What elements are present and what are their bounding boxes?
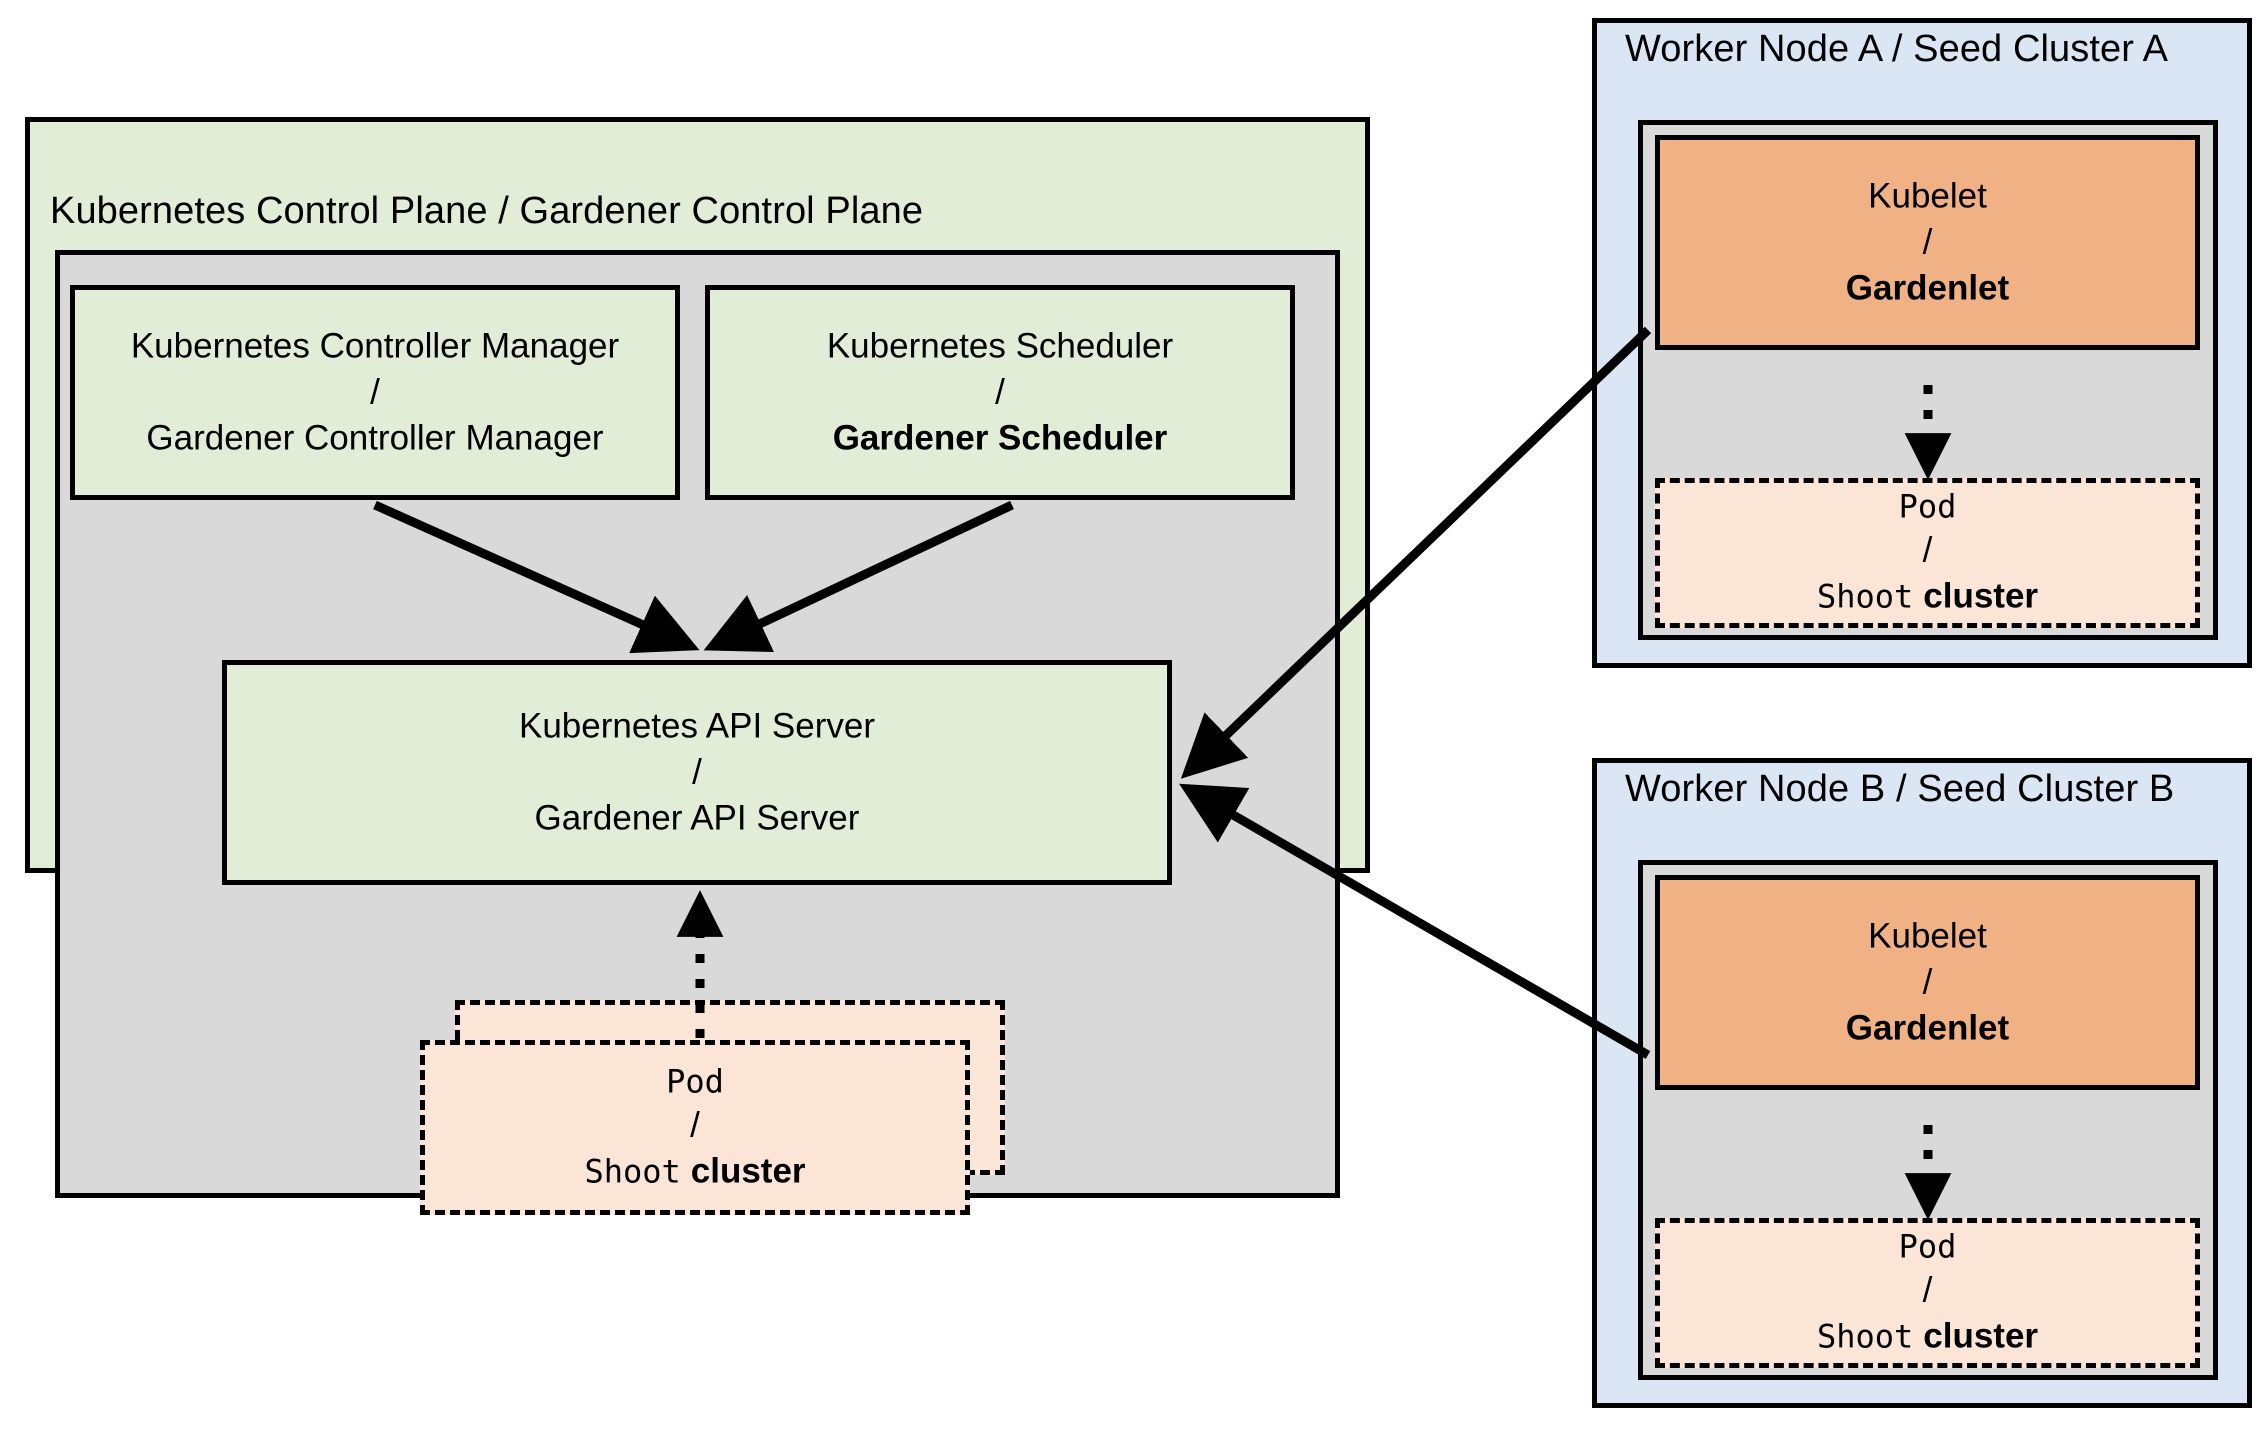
kubernetes-api-server-box[interactable]: Kubernetes API Server / Gardener API Ser… — [222, 660, 1172, 885]
api-server-line2: Gardener API Server — [534, 798, 860, 838]
kubernetes-controller-manager-box[interactable]: Kubernetes Controller Manager / Gardener… — [70, 285, 680, 500]
control-plane-pod-separator: / — [690, 1105, 700, 1145]
scheduler-separator: / — [995, 372, 1005, 412]
control-plane-title: Kubernetes Control Plane / Gardener Cont… — [50, 190, 924, 232]
kubelet-a-separator: / — [1922, 222, 1933, 262]
pod-b-line1: Pod — [1898, 1227, 1957, 1266]
pod-a-line1: Pod — [1898, 487, 1957, 526]
kubelet-b-separator: / — [1922, 962, 1933, 1002]
control-plane-pod-line1: Pod — [666, 1062, 724, 1101]
kubernetes-scheduler-box[interactable]: Kubernetes Scheduler / Gardener Schedule… — [705, 285, 1295, 500]
controller-manager-line1: Kubernetes Controller Manager — [130, 326, 620, 366]
control-plane-pod-cluster: cluster — [690, 1151, 806, 1191]
worker-node-a-title: Worker Node A / Seed Cluster A — [1625, 28, 2169, 70]
pod-b-separator: / — [1922, 1270, 1933, 1310]
kubelet-a-line1: Kubelet — [1868, 176, 1987, 216]
pod-b-shoot: Shoot — [1816, 1318, 1914, 1357]
pod-b-cluster: cluster — [1923, 1317, 2039, 1357]
api-server-line1: Kubernetes API Server — [518, 706, 876, 746]
pod-a-separator: / — [1922, 530, 1933, 570]
kubelet-b-line1: Kubelet — [1868, 916, 1987, 956]
pod-a-cluster: cluster — [1923, 577, 2039, 617]
controller-manager-line2: Gardener Controller Manager — [146, 418, 604, 458]
kubelet-gardenlet-b-box[interactable]: Kubelet / Gardenlet — [1655, 875, 2200, 1090]
scheduler-line1: Kubernetes Scheduler — [826, 326, 1174, 366]
kubelet-a-line2: Gardenlet — [1845, 268, 2010, 308]
pod-a-shoot: Shoot — [1816, 578, 1914, 617]
api-server-separator: / — [692, 752, 702, 792]
kubelet-b-line2: Gardenlet — [1845, 1008, 2010, 1048]
control-plane-pod-shoot: Shoot — [584, 1152, 681, 1191]
controller-manager-separator: / — [370, 372, 380, 412]
scheduler-line2: Gardener Scheduler — [832, 418, 1168, 458]
kubelet-gardenlet-a-box[interactable]: Kubelet / Gardenlet — [1655, 135, 2200, 350]
worker-node-b-title: Worker Node B / Seed Cluster B — [1625, 768, 2175, 810]
